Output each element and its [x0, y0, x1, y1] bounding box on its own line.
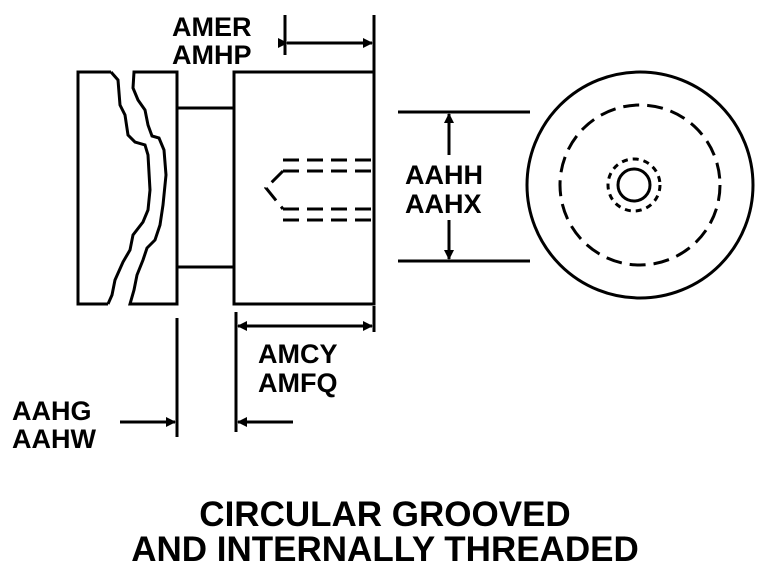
label-aahg: AAHG: [12, 396, 92, 426]
title-line-2: AND INTERNALLY THREADED: [131, 530, 639, 569]
thread-major-circle: [606, 157, 662, 213]
title-line-1: CIRCULAR GROOVED: [199, 495, 570, 534]
break-line-2: [128, 70, 179, 306]
label-aahh: AAHH: [405, 160, 483, 190]
groove-circle: [558, 103, 722, 267]
thread-hidden-lines: [263, 158, 374, 222]
label-amer: AMER: [172, 12, 252, 42]
label-amcy: AMCY: [258, 339, 338, 369]
label-amhp: AMHP: [172, 40, 252, 70]
body: [232, 70, 376, 306]
label-amfq: AMFQ: [258, 368, 337, 398]
broken-head: [76, 70, 111, 306]
dimension-lines: [120, 15, 530, 437]
end-view: [525, 70, 755, 300]
break-line-1: [106, 71, 152, 305]
neck: [175, 106, 236, 269]
bore-circle: [616, 167, 652, 203]
label-aahw: AAHW: [12, 424, 96, 454]
side-view: [76, 70, 376, 306]
label-aahx: AAHX: [405, 189, 482, 219]
outer-circle: [525, 70, 755, 300]
